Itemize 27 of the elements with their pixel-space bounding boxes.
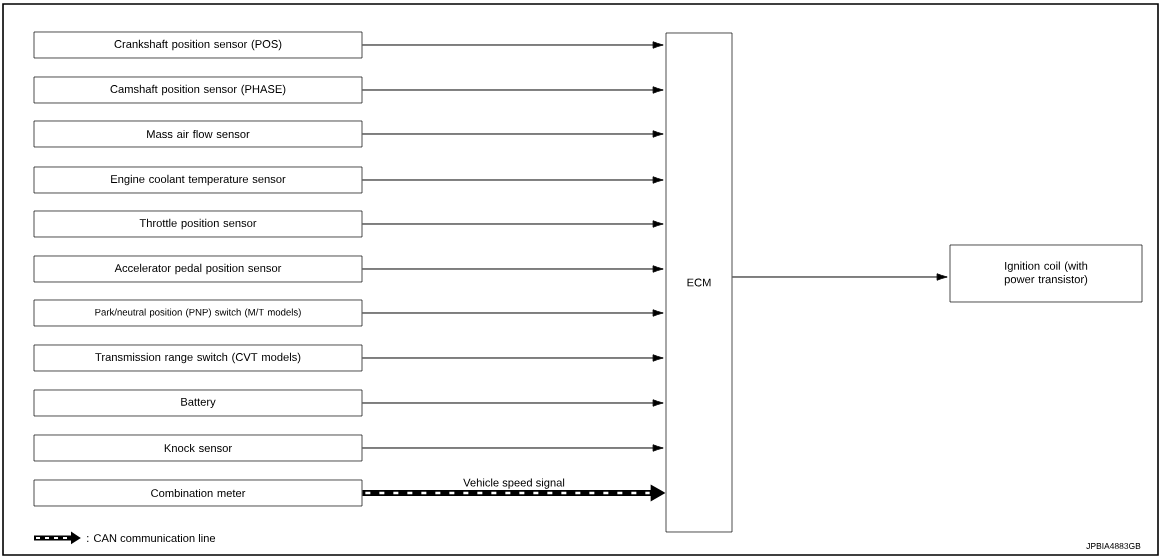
component-box: Knock sensor — [33, 434, 363, 462]
arrow — [361, 354, 664, 362]
arrow — [361, 220, 664, 228]
arrow — [361, 309, 664, 317]
arrow — [731, 273, 948, 281]
arrow — [361, 399, 664, 407]
arrow — [361, 265, 664, 273]
component-box: Battery — [33, 389, 363, 417]
arrow — [361, 86, 664, 94]
arrow — [361, 130, 664, 138]
arrow — [361, 176, 664, 184]
component-box: Ignition coil (with power transistor) — [949, 244, 1143, 303]
component-box: Mass air flow sensor — [33, 120, 363, 148]
component-box: Park/neutral position (PNP) switch (M/T models) — [33, 299, 363, 327]
component-box: Transmission range switch (CVT models) — [33, 344, 363, 372]
component-box: Engine coolant temperature sensor — [33, 166, 363, 194]
component-box: Accelerator pedal position sensor — [33, 255, 363, 283]
legend-text: : CAN communication line — [87, 533, 216, 543]
component-box: Throttle position sensor — [33, 210, 363, 238]
figure-code: JPBIA4883GB — [1086, 543, 1141, 549]
edge-label: Vehicle speed signal — [462, 477, 566, 490]
component-box: Combination meter — [33, 479, 363, 507]
control-unit-box: ECM — [665, 32, 733, 533]
component-box: Camshaft position sensor (PHASE) — [33, 76, 363, 104]
arrow — [361, 41, 664, 49]
arrow — [361, 444, 664, 452]
component-box: Crankshaft position sensor (POS) — [33, 31, 363, 59]
